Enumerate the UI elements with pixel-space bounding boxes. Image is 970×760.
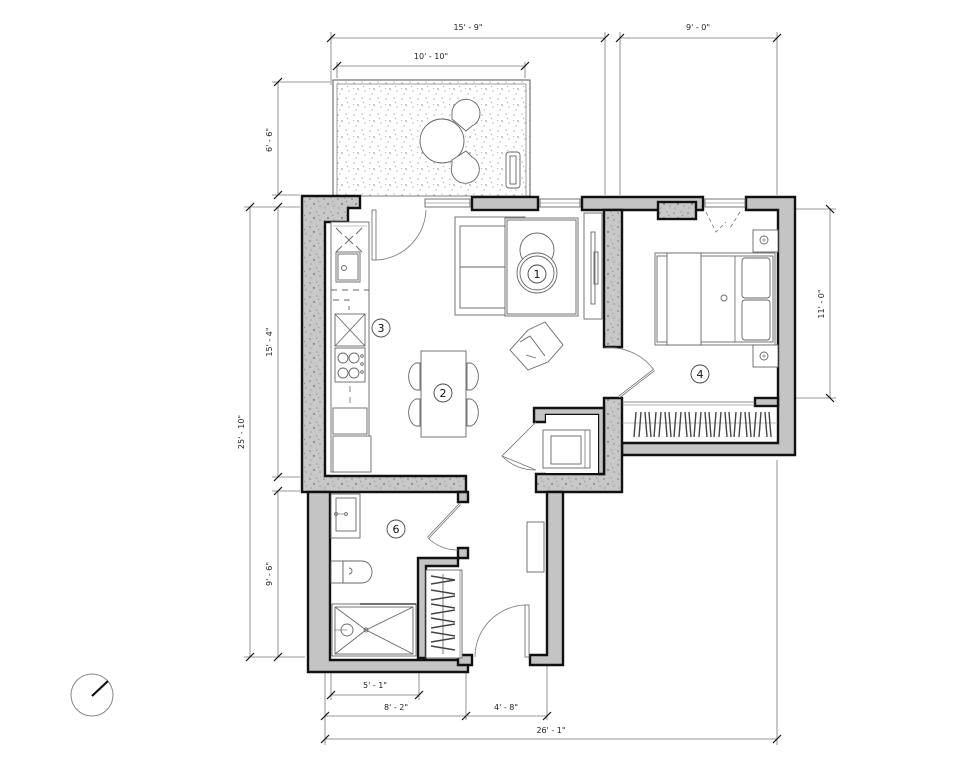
dim-label: 5' - 1" (363, 681, 387, 690)
dim-label: 11' - 0" (817, 289, 826, 318)
dimension-left-lower: 9' - 6" (265, 486, 305, 662)
dishwasher (332, 407, 368, 435)
cooktop (334, 347, 366, 383)
balcony (332, 79, 531, 197)
linen-closet (425, 569, 463, 659)
nightstand-top (752, 229, 779, 253)
room-number: 4 (697, 368, 704, 381)
tv-console (583, 212, 603, 320)
dimension-bottom-bath: 8' - 2" (320, 665, 471, 745)
room-number: 2 (440, 387, 447, 400)
bistro-table (419, 98, 481, 184)
dimension-top-overall-right: 9' - 0" (615, 23, 782, 195)
dimension-bottom-overall: 26' - 1" (320, 460, 782, 745)
planter (505, 151, 521, 189)
dimension-balcony-depth: 6' - 6" (265, 77, 330, 200)
bathroom-fixtures (330, 493, 463, 659)
bed (654, 252, 776, 346)
living-room-furniture (454, 212, 603, 371)
lounge-chair (509, 321, 564, 371)
dim-label: 26' - 1" (536, 726, 565, 735)
dim-label: 15' - 4" (265, 327, 274, 356)
coffee-table (516, 232, 558, 294)
bathroom-door (427, 503, 461, 551)
north-arrow-icon (70, 673, 114, 717)
bedroom-closet (622, 401, 778, 438)
dim-label: 15' - 9" (453, 23, 482, 32)
shower (331, 603, 417, 657)
windows (424, 198, 746, 208)
closet-door (501, 421, 537, 471)
fridge-cabinet (334, 313, 366, 347)
room-tag-bedroom: 4 (690, 364, 710, 384)
dimension-bottom-entry: 4' - 8" (466, 665, 552, 721)
room-number: 1 (534, 268, 541, 281)
dim-label: 6' - 6" (265, 128, 274, 152)
bedroom-door (603, 347, 655, 398)
toilet (330, 560, 373, 584)
dim-label: 9' - 0" (686, 23, 710, 32)
kitchen-counter (330, 221, 372, 473)
dining-chairs (408, 362, 479, 427)
dimension-left-upper: 15' - 4" (265, 202, 300, 482)
room-tag-bathroom: 6 (386, 519, 406, 539)
entry-door (474, 604, 530, 658)
room-number: 3 (378, 322, 385, 335)
doors (371, 209, 741, 658)
dim-label: 4' - 8" (494, 703, 518, 712)
dimension-top-overall-left: 15' - 9" (326, 23, 610, 195)
upper-cabinet-1 (333, 225, 367, 253)
dimension-left-overall: 25' - 10" (237, 202, 272, 662)
dimension-balcony-width: 10' - 10" (332, 52, 530, 78)
balcony-door (371, 209, 427, 261)
refrigerator (332, 435, 372, 473)
room-number: 6 (393, 523, 400, 536)
dim-label: 25' - 10" (237, 415, 246, 449)
water-heater-closet (542, 415, 598, 473)
bedroom-balcony-door (705, 211, 741, 233)
dimension-bottom-shower: 5' - 1" (326, 672, 424, 700)
dim-label: 10' - 10" (414, 52, 448, 61)
entry-bench (526, 521, 545, 573)
kitchen-sink (335, 251, 361, 283)
walls (300, 194, 797, 674)
nightstand-bottom (752, 344, 779, 368)
room-tag-living: 1 (527, 264, 547, 284)
room-tag-dining: 2 (433, 383, 453, 403)
bedroom-furniture (622, 229, 779, 438)
vanity-sink (330, 493, 361, 539)
dimension-bedroom-depth: 11' - 0" (795, 204, 836, 403)
room-tag-kitchen: 3 (371, 318, 391, 338)
dim-label: 9' - 6" (265, 562, 274, 586)
dim-label: 8' - 2" (384, 703, 408, 712)
